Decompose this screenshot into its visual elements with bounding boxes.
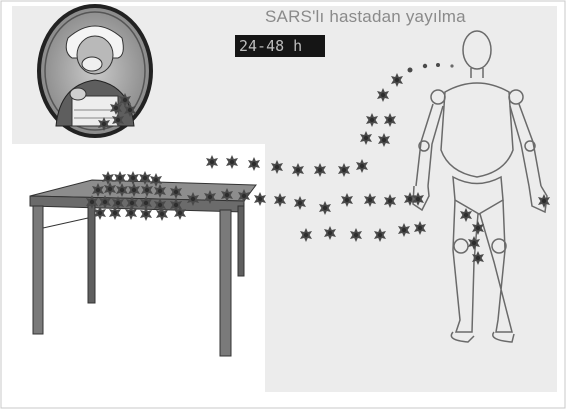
right-panel <box>265 140 557 392</box>
table <box>30 180 256 356</box>
title: SARS'lı hastadan yayılma <box>265 7 466 27</box>
patient-portrait <box>39 6 151 136</box>
time-badge: 24-48 h <box>235 35 325 57</box>
